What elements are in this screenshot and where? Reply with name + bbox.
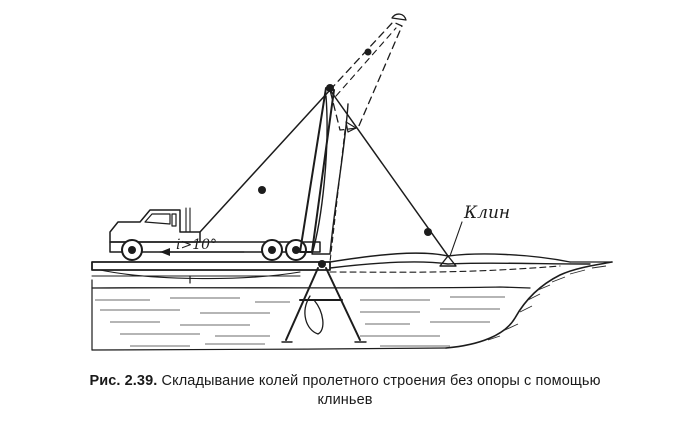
water-surface: [91, 286, 531, 289]
raised-span-tip: [391, 13, 407, 21]
boom-top-pulley: [326, 84, 334, 92]
river-bottom: [91, 347, 447, 351]
raised-span-wedge: [345, 121, 357, 133]
wedge-leader: [449, 221, 463, 257]
crane-boom: [299, 87, 335, 253]
guy-cable-rear-node: [258, 186, 266, 194]
crane-truck: [109, 207, 321, 261]
caption-number: Рис. 2.39.: [89, 373, 158, 389]
caption-line-1: Рис. 2.39. Складывание колей пролетного …: [0, 372, 690, 391]
slope-label: i>10°: [176, 237, 217, 253]
trestle-support: [281, 267, 367, 343]
caption-line-2: клиньев: [317, 392, 373, 408]
hinge-dashed-link: [329, 129, 346, 263]
wedge-label: Клин: [463, 203, 510, 223]
wedge-icon: [439, 255, 457, 267]
water-hatching: [95, 296, 505, 347]
right-bank: [445, 261, 613, 349]
bank-hatching: [487, 265, 607, 341]
raised-span-node: [364, 48, 372, 56]
raised-span-dashed-inner: [335, 27, 397, 97]
folding-span-dashed: [329, 265, 561, 273]
left-deck: [91, 261, 331, 271]
folding-span-lower: [329, 261, 591, 269]
figure-caption: Рис. 2.39. Складывание колей пролетного …: [0, 372, 690, 410]
hanging-span-half: [311, 95, 349, 255]
deck-underside: [99, 269, 301, 280]
slope-arrowhead: [160, 248, 170, 256]
lifting-cable-node: [424, 228, 432, 236]
guy-cable-rear: [199, 89, 331, 233]
caption-text: Складывание колей пролетного строения бе…: [161, 373, 601, 389]
raised-span-dashed: [329, 21, 403, 131]
hinge-node: [318, 260, 326, 268]
